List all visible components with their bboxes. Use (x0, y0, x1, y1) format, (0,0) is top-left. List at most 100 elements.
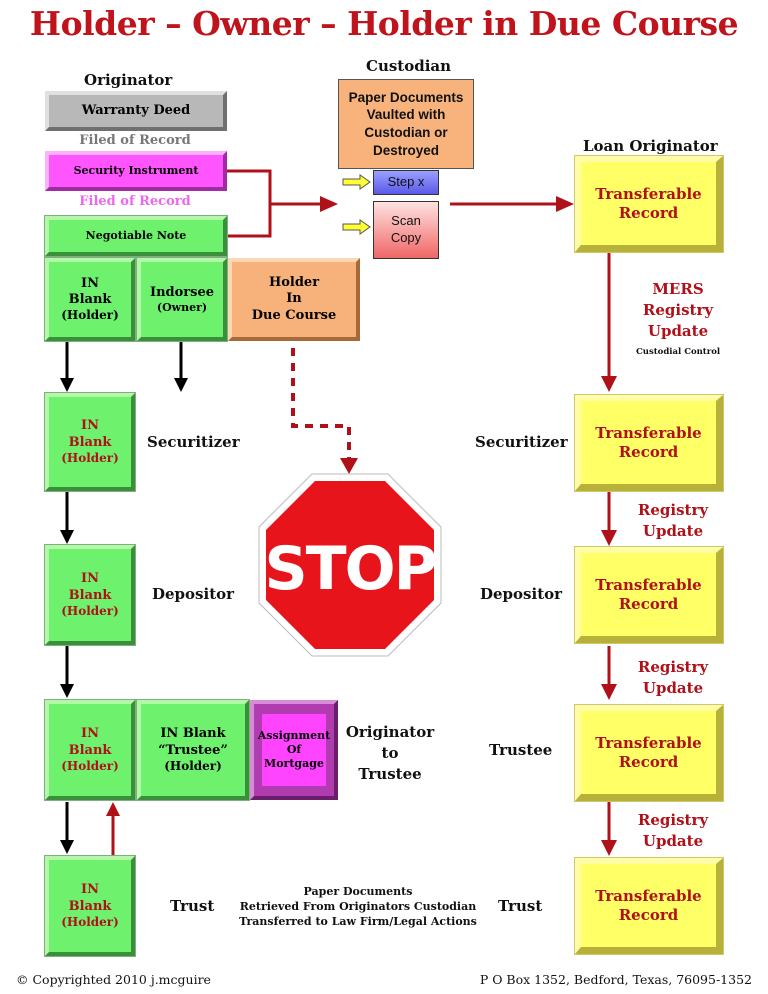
ott-line-1: Originator (345, 723, 435, 741)
custodian-label: Custodian (366, 57, 452, 75)
scan-copy-box: Scan Copy (373, 201, 439, 259)
registry-text: Registry (642, 301, 714, 319)
paper-documents-box: Paper Documents Vaulted with Custodian o… (338, 79, 474, 169)
in-text: IN (81, 726, 99, 742)
in-blank-trustee-box: IN Blank “Trustee” (Holder) (136, 699, 250, 801)
in-text: IN (81, 571, 99, 587)
stage-depositor-right: Depositor (480, 585, 563, 603)
step-arrow-icon (342, 174, 371, 190)
assignment-of-mortgage-box: Assignment Of Mortgage (250, 700, 338, 800)
holder-text: (Holder) (61, 914, 119, 929)
update-text: Update (642, 522, 704, 540)
security-instrument-box: Security Instrument (45, 151, 227, 191)
registry-update-1: Registry Update (633, 500, 713, 542)
record-text: Record (618, 594, 679, 613)
arrow-down-5 (60, 840, 74, 854)
update-text: Update (647, 322, 709, 340)
scan-arrow-icon (342, 219, 371, 235)
transferable-record-box-4: Transferable Record (574, 704, 724, 802)
record-text: Record (618, 752, 679, 771)
hidc-line-2: In (286, 291, 302, 307)
arrow-right-4 (601, 840, 617, 856)
holder-text: (Holder) (61, 603, 119, 618)
arrow-to-custodian (320, 196, 338, 212)
holder-text: (Holder) (164, 758, 222, 773)
in-text: IN (81, 418, 99, 434)
stage-trustee-right: Trustee (489, 741, 553, 759)
holder-in-due-course-box: Holder In Due Course (228, 258, 360, 341)
arrow-down-3 (60, 530, 74, 544)
ott-line-3: Trustee (358, 765, 422, 783)
arrow-right-1 (601, 376, 617, 392)
transferable-text: Transferable (595, 575, 702, 594)
arrow-up-red (106, 802, 120, 816)
transferable-text: Transferable (595, 423, 702, 442)
assignment-inner: Assignment Of Mortgage (258, 714, 330, 786)
indorsee-text: Indorsee (149, 284, 214, 300)
owner-text: (Owner) (156, 300, 208, 314)
loan-originator-label: Loan Originator (583, 137, 718, 155)
hidc-line-3: Due Course (251, 307, 337, 323)
negotiable-note-box: Negotiable Note (44, 215, 228, 257)
in-blank-holder-box-depositor: IN Blank (Holder) (44, 544, 136, 646)
transferable-record-box-2: Transferable Record (574, 394, 724, 492)
custodial-control-label: Custodial Control (636, 347, 721, 357)
mers-registry-update: MERS Registry Update (638, 279, 718, 342)
arrow-down-1 (60, 378, 74, 392)
holder-text: (Holder) (61, 308, 119, 323)
in-blank-holder-box-securitizer: IN Blank (Holder) (44, 392, 136, 492)
in-blank-holder-box-trustee: IN Blank (Holder) (44, 699, 136, 801)
paper-documents-text: Paper Documents Vaulted with Custodian o… (348, 89, 464, 158)
in-blank-holder-box-trust: IN Blank (Holder) (44, 855, 136, 957)
assignment-line-2: Of (286, 743, 302, 757)
transferable-record-box-3: Transferable Record (574, 546, 724, 644)
record-text: Record (618, 203, 679, 222)
hidc-line-1: Holder (268, 275, 320, 291)
transferable-text: Transferable (595, 184, 702, 203)
transferable-record-box-5: Transferable Record (574, 857, 724, 955)
holder-text: (Holder) (61, 450, 119, 465)
stage-trust-right: Trust (498, 897, 543, 915)
assignment-line-3: Mortgage (264, 756, 324, 770)
registry-update-3: Registry Update (633, 810, 713, 852)
connector-security (224, 169, 272, 204)
stage-securitizer-right: Securitizer (475, 433, 568, 451)
arrow-down-4 (60, 684, 74, 698)
record-text: Record (618, 905, 679, 924)
indorsee-owner-box: Indorsee (Owner) (136, 257, 228, 342)
warranty-deed-label: Warranty Deed (81, 102, 191, 118)
arrow-to-loan-originator (556, 196, 574, 212)
stage-securitizer-left: Securitizer (147, 433, 240, 451)
transferable-text: Transferable (595, 733, 702, 752)
blank-text: Blank (68, 742, 112, 758)
stop-sign-icon (258, 473, 442, 657)
filed-of-record-2: Filed of Record (79, 194, 191, 209)
update-text: Update (642, 832, 704, 850)
dashed-connector (291, 348, 351, 462)
ott-line-2: to (381, 744, 399, 762)
assignment-line-1: Assignment (257, 729, 331, 743)
stop-text: STOP (264, 534, 435, 604)
blank-text: Blank (68, 292, 112, 307)
in-blank-holder-box-1: IN Blank (Holder) (44, 257, 136, 342)
record-text: Record (618, 442, 679, 461)
paper-retrieved-line-3: Transferred to Law Firm/Legal Actions (239, 915, 477, 928)
footer-copyright: © Copyrighted 2010 j.mcguire (16, 972, 211, 987)
registry-text: Registry (637, 501, 709, 519)
scan-text: Scan (391, 213, 421, 229)
blank-text: Blank (68, 898, 112, 914)
page-title: Holder – Owner – Holder in Due Course (29, 4, 739, 43)
copy-text: Copy (390, 230, 422, 245)
stage-depositor-left: Depositor (152, 585, 235, 603)
warranty-deed-box: Warranty Deed (45, 91, 227, 131)
step-x-text: Step x (387, 174, 425, 190)
footer-address: P O Box 1352, Bedford, Texas, 76095-1352 (479, 972, 752, 987)
blank-text: Blank (68, 434, 112, 450)
arrow-right-3 (601, 684, 617, 700)
arrow-right-2 (601, 530, 617, 546)
in-text: IN (81, 275, 99, 291)
paper-retrieved-note: Paper Documents Retrieved From Originato… (238, 884, 478, 929)
stage-originator-to-trustee: Originator to Trustee (344, 722, 436, 785)
registry-update-2: Registry Update (633, 657, 713, 699)
security-instrument-label: Security Instrument (73, 164, 199, 178)
